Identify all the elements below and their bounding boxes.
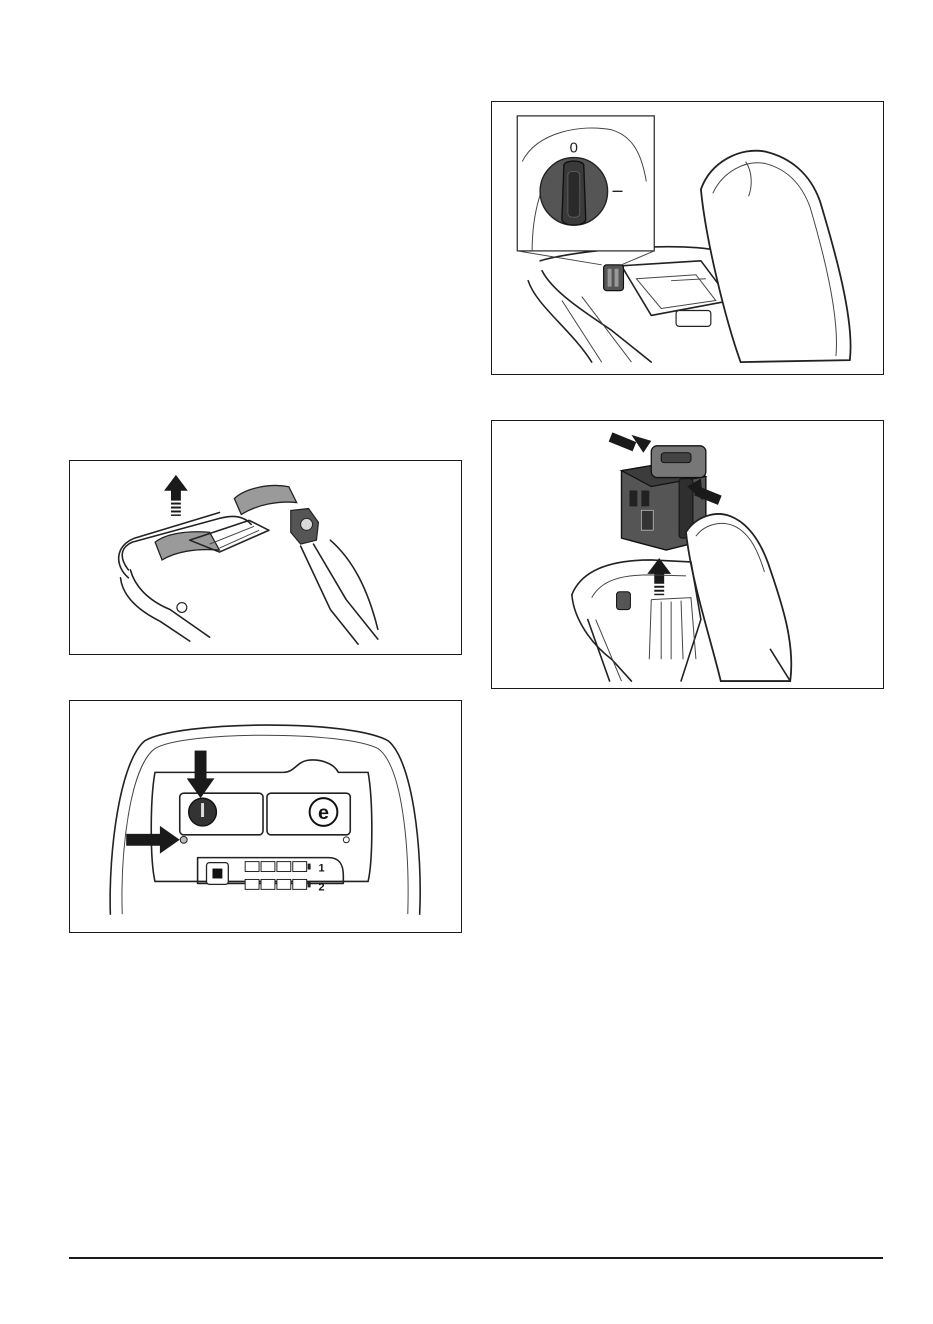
handle-illustration bbox=[70, 461, 461, 654]
handle-knob bbox=[291, 509, 319, 545]
power-button-icon[interactable] bbox=[189, 798, 217, 826]
arrow-up-icon bbox=[647, 558, 671, 595]
figure-control-panel: e bbox=[69, 700, 462, 933]
dial-off-label: 0 bbox=[570, 141, 578, 157]
rotary-switch-icon[interactable] bbox=[604, 265, 624, 291]
eco-symbol: e bbox=[318, 802, 329, 824]
footer-rule bbox=[69, 1257, 883, 1259]
battery-label-2: 2 bbox=[319, 881, 325, 893]
figure-main-switch: 0 I bbox=[491, 101, 884, 375]
arrow-up-icon bbox=[164, 475, 188, 516]
figure-battery-removal bbox=[491, 420, 884, 689]
battery-bar-2 bbox=[245, 879, 310, 889]
arrow-down-icon bbox=[187, 751, 215, 799]
battery-label-1: 1 bbox=[319, 863, 325, 875]
control-panel-illustration: e bbox=[70, 701, 461, 932]
dial-on-label: I bbox=[609, 189, 625, 193]
main-switch-dial[interactable] bbox=[540, 158, 608, 226]
figure-handle bbox=[69, 460, 462, 655]
main-switch-illustration: 0 I bbox=[492, 102, 883, 374]
battery-indicator-icon bbox=[207, 862, 311, 890]
battery-bar-1 bbox=[245, 862, 310, 872]
battery-removal-illustration bbox=[492, 421, 883, 688]
arrow-right-icon bbox=[609, 432, 652, 452]
eco-mode-icon[interactable]: e bbox=[310, 798, 338, 826]
arrow-right-icon bbox=[126, 826, 180, 854]
